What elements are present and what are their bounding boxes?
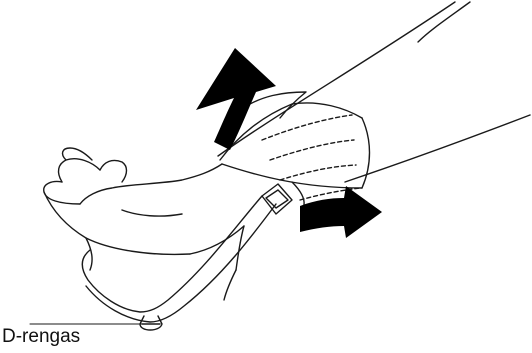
forearm xyxy=(218,2,530,182)
strap xyxy=(82,184,292,322)
d-ring xyxy=(140,316,162,330)
d-ring-label: D-rengas xyxy=(2,326,80,348)
upward-arrow-icon xyxy=(196,48,276,150)
hand xyxy=(44,148,244,270)
rightward-arrow-icon xyxy=(300,186,382,238)
